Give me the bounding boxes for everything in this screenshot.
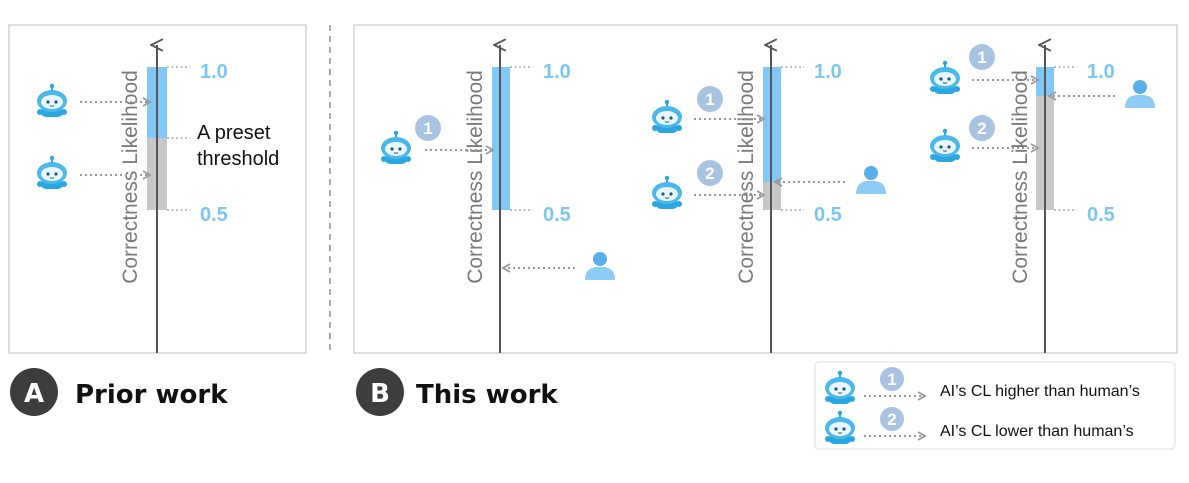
panel-b1-badge-1: 1 xyxy=(415,115,441,141)
panel-a-value-top: 1.0 xyxy=(200,61,228,83)
section-b-title: This work xyxy=(416,380,558,410)
panel-b2-robot-icon-1 xyxy=(651,98,683,134)
legend: 1 AI’s CL higher than human’s 2 AI’s CL … xyxy=(814,361,1176,450)
panel-b2-value-bottom: 0.5 xyxy=(814,204,842,226)
panel-b2-human-icon xyxy=(856,166,886,194)
panel-a-threshold-line1: A preset xyxy=(197,122,271,144)
panel-b3-value-top: 1.0 xyxy=(1087,61,1115,83)
panel-b2-badge-1: 1 xyxy=(697,86,723,112)
panel-b1-human-icon xyxy=(585,252,615,280)
legend-badge-2: 2 xyxy=(880,407,904,431)
section-a-heading: A Prior work xyxy=(10,368,228,416)
svg-text:1: 1 xyxy=(423,119,432,138)
panel-a-robot-icon-2 xyxy=(36,154,68,190)
panel-b1-robot-icon xyxy=(380,129,412,165)
svg-text:1: 1 xyxy=(887,370,896,389)
panel-b-frame xyxy=(353,24,1178,354)
section-b-heading: B This work xyxy=(356,368,558,416)
panel-b3-badge-2: 2 xyxy=(969,115,995,141)
svg-text:2: 2 xyxy=(887,410,896,429)
legend-higher-label: AI’s CL higher than human’s xyxy=(940,383,1140,400)
legend-badge-1: 1 xyxy=(880,367,904,391)
panel-a-axis-label: Correctness Likelihood xyxy=(119,70,142,284)
svg-text:2: 2 xyxy=(977,119,986,138)
panel-b3-axis-label: Correctness Likelihood xyxy=(1009,70,1032,284)
section-b-letter: B xyxy=(370,379,390,409)
legend-lower-label: AI’s CL lower than human’s xyxy=(940,423,1134,440)
panel-a-value-bottom: 0.5 xyxy=(200,204,228,226)
panel-b3-value-bottom: 0.5 xyxy=(1087,204,1115,226)
panel-b3-human-icon xyxy=(1125,80,1155,108)
panel-b2-value-top: 1.0 xyxy=(814,61,842,83)
svg-text:1: 1 xyxy=(977,48,986,67)
panel-b2-axis-label: Correctness Likelihood xyxy=(735,70,758,284)
panel-b3-robot-icon-2 xyxy=(929,127,961,163)
svg-text:2: 2 xyxy=(705,164,714,183)
svg-text:1: 1 xyxy=(705,90,714,109)
panel-b1-value-top: 1.0 xyxy=(543,61,571,83)
panel-a-robot-icon-1 xyxy=(36,82,68,118)
panel-b2-badge-2: 2 xyxy=(697,160,723,186)
legend-box xyxy=(814,361,1176,450)
panel-a-threshold-line2: threshold xyxy=(197,148,279,170)
panel-b3-robot-icon-1 xyxy=(929,59,961,95)
panel-b1-value-bottom: 0.5 xyxy=(543,204,571,226)
panel-b2-robot-icon-2 xyxy=(651,174,683,210)
panel-b3-badge-1: 1 xyxy=(969,44,995,70)
section-a-title: Prior work xyxy=(75,380,228,410)
section-a-letter: A xyxy=(24,379,44,409)
panel-b1-axis-label: Correctness Likelihood xyxy=(464,70,487,284)
section-a-badge xyxy=(10,368,58,416)
section-b-badge xyxy=(356,368,404,416)
